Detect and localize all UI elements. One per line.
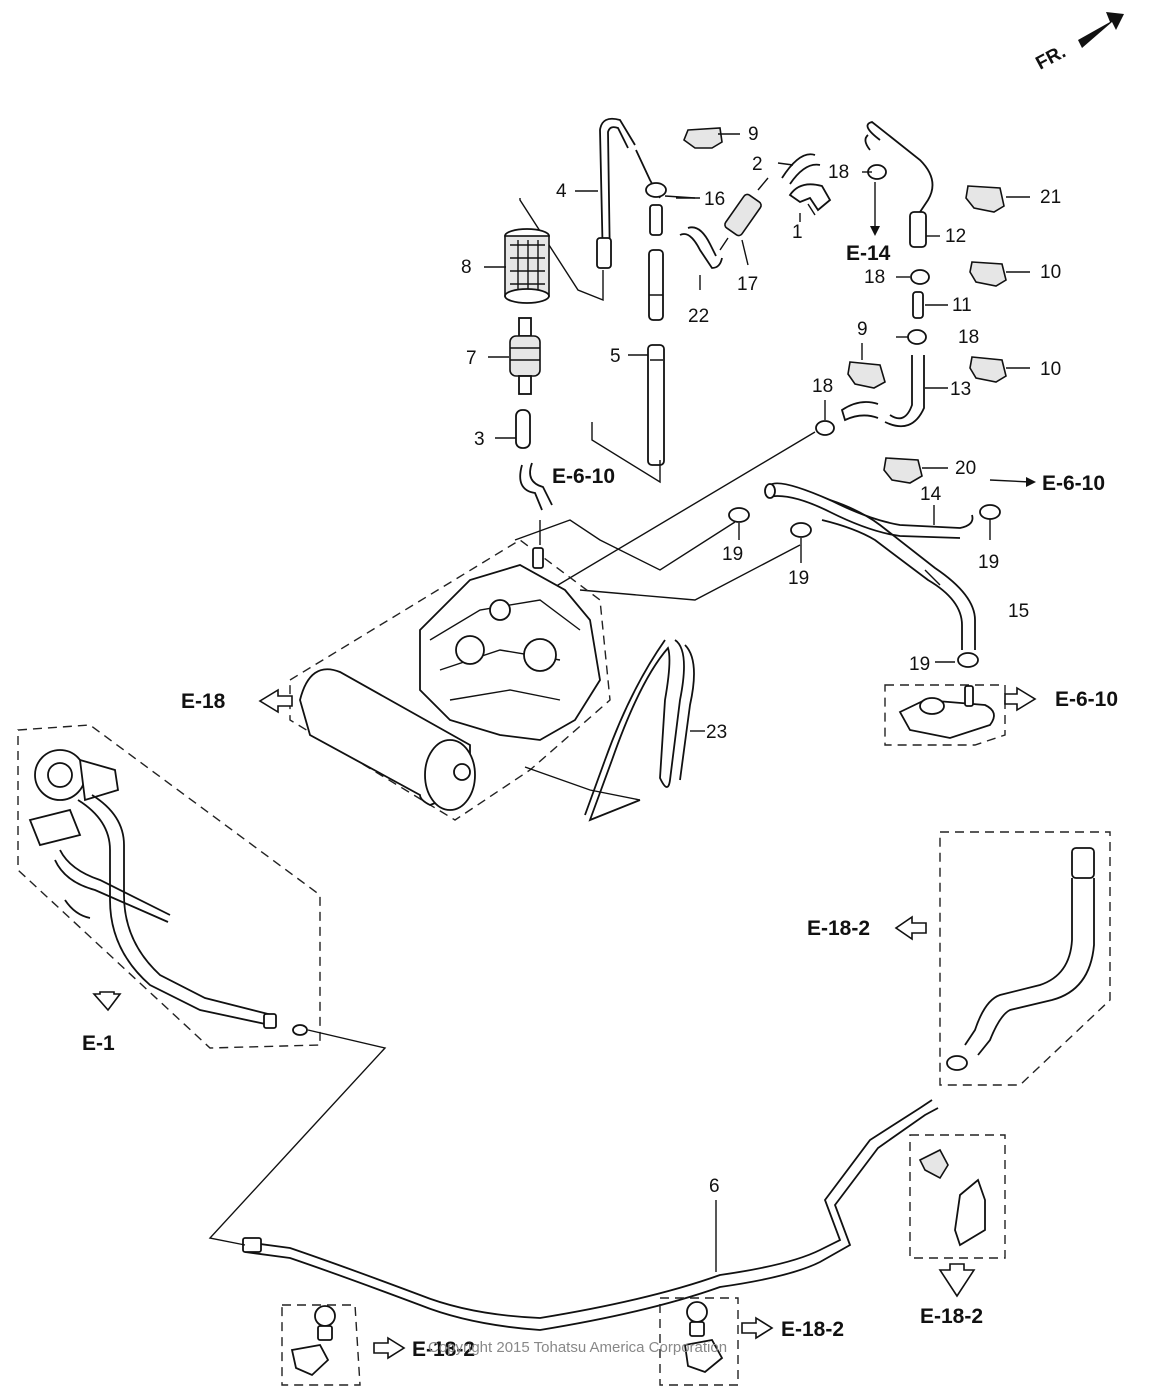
callout-16: 16	[704, 189, 725, 210]
arrow-down-e1	[92, 991, 122, 1012]
callout-9: 9	[748, 124, 759, 145]
vapor-hose-dashed-box	[939, 831, 1111, 1086]
hose-15	[821, 499, 976, 650]
ref-e-6-10-a: E-6-10	[552, 465, 615, 488]
ref-e-18-2-d: E-18-2	[412, 1338, 475, 1361]
callout-19c: 19	[978, 552, 999, 573]
arrow-right-e18-2-mid	[741, 1316, 774, 1340]
callout-22: 22	[688, 306, 709, 327]
callout-18d: 18	[812, 376, 833, 397]
callout-19d: 19	[909, 654, 930, 675]
ref-e-18-2-a: E-18-2	[807, 917, 870, 940]
bracket-dashed-box-left	[281, 1304, 361, 1386]
joint-16	[635, 149, 696, 236]
clip-9b	[847, 361, 886, 389]
callout-10a: 10	[1040, 262, 1061, 283]
clip-9-top	[683, 127, 723, 149]
clip-20	[883, 457, 923, 484]
callout-13: 13	[950, 379, 971, 400]
bracket-clip-right	[918, 1148, 986, 1247]
clamp-18d	[815, 420, 835, 436]
clamp-19c	[979, 504, 1001, 520]
callout-4: 4	[556, 181, 567, 202]
reference-labels: E-14 E-6-10 E-6-10 E-6-10 E-18 E-1 E-18-…	[82, 242, 1118, 1361]
ref-e-18: E-18	[181, 690, 226, 713]
ref-e-6-10-b: E-6-10	[1042, 472, 1105, 495]
arrow-left-e18-2	[894, 915, 927, 941]
cover-plate	[898, 685, 995, 739]
callout-20: 20	[955, 458, 976, 479]
callout-18c: 18	[958, 327, 979, 348]
callout-14: 14	[920, 484, 942, 505]
clamp-19d	[957, 652, 979, 668]
callout-17: 17	[737, 274, 758, 295]
carburetor-assembly	[299, 547, 601, 811]
callout-9b: 9	[857, 319, 868, 340]
callout-numbers: 9 2 4 16 1 17 22 18 12 18 21 10 11 8 7 3…	[461, 124, 1061, 1197]
callout-18b: 18	[864, 267, 885, 288]
hose-22	[679, 233, 723, 269]
check-valve-17	[719, 177, 769, 251]
clamp-19a	[728, 507, 750, 523]
callout-6: 6	[709, 1176, 720, 1197]
inline-fuel-filter-7	[509, 317, 541, 395]
front-arrow-icon	[1078, 12, 1124, 48]
hose-23	[584, 639, 695, 822]
bracket-clip-mid	[683, 1301, 724, 1374]
arrow-left-e18	[258, 688, 293, 714]
clip-10b	[969, 356, 1007, 383]
fuel-pump-assembly	[28, 749, 308, 1036]
arrow-right-e18-2-left	[373, 1336, 406, 1360]
front-label: FR.	[1032, 42, 1069, 75]
callout-19a: 19	[722, 544, 743, 565]
callout-21: 21	[1040, 187, 1061, 208]
fuel-line-6	[242, 1099, 939, 1331]
callout-8: 8	[461, 257, 472, 278]
callout-5: 5	[610, 346, 621, 367]
hose-5	[647, 249, 665, 466]
callout-10b: 10	[1040, 359, 1061, 380]
ref-e-14: E-14	[846, 242, 891, 265]
arrow-down-e18-2	[938, 1263, 976, 1298]
clip-1	[788, 183, 832, 216]
joint-11	[912, 291, 924, 319]
bracket-dashed-box	[909, 1134, 1006, 1259]
callout-11: 11	[952, 295, 972, 316]
hose-3	[515, 409, 531, 449]
hose-13	[840, 355, 925, 428]
ref-e-6-10-c: E-6-10	[1055, 688, 1118, 711]
vapor-hose	[946, 847, 1095, 1071]
hose-2	[781, 153, 816, 179]
clip-10a	[969, 261, 1007, 287]
callout-15: 15	[1008, 601, 1029, 622]
front-direction-indicator: FR.	[1032, 12, 1124, 74]
callout-12: 12	[945, 226, 966, 247]
callout-18a: 18	[828, 162, 849, 183]
bracket-clip-left	[290, 1305, 336, 1377]
callout-19b: 19	[788, 568, 809, 589]
callout-7: 7	[466, 348, 477, 369]
hose-12	[864, 121, 934, 248]
clip-21	[965, 185, 1005, 213]
bracket-dashed-box-mid	[659, 1297, 739, 1386]
copyright-text: Copyright 2015 Tohatsu America Corporati…	[428, 1339, 727, 1356]
clamp-18c	[907, 329, 927, 345]
hose-4	[599, 117, 636, 266]
ref-e-18-2-c: E-18-2	[781, 1318, 844, 1341]
arrow-right-e6-10	[1004, 686, 1037, 712]
ref-e-18-2-b: E-18-2	[920, 1305, 983, 1328]
callout-3: 3	[474, 429, 485, 450]
clamp-19b	[790, 522, 812, 538]
vapor-separator-dashed-box	[884, 684, 1006, 746]
callout-2: 2	[752, 154, 763, 175]
fuel-filter-element-8	[504, 228, 550, 304]
callout-23: 23	[706, 722, 727, 743]
clamp-18b	[910, 269, 930, 285]
ref-e-1: E-1	[82, 1032, 115, 1055]
callout-1: 1	[792, 222, 803, 243]
